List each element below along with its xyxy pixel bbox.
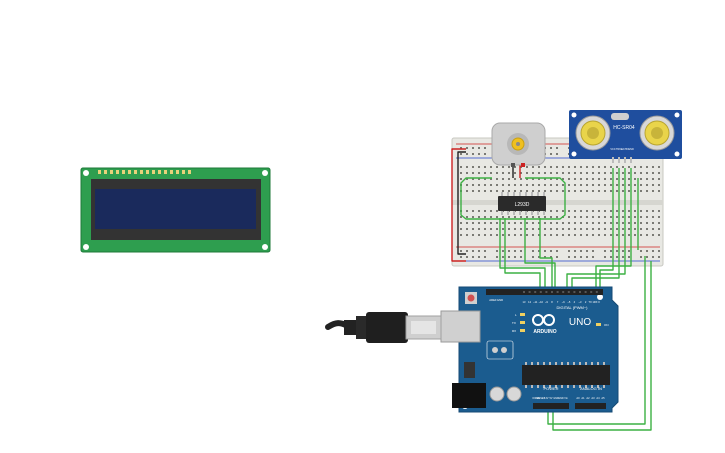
power-pin-label: GND (558, 397, 564, 400)
digital-pin-label: 12 (528, 300, 531, 304)
wire-green[interactable] (552, 261, 652, 431)
analog-pin-label: A2 (586, 396, 590, 400)
led-tx-label: TX (512, 321, 516, 325)
wire-red[interactable] (451, 148, 466, 262)
brand-label: ARDUINO (533, 329, 556, 335)
analog-header[interactable] (575, 403, 606, 409)
chip-label: L293D (515, 202, 530, 208)
power-pin-label: Vin (564, 397, 568, 400)
power-pin-label: RESET (537, 397, 546, 400)
sensor-label: HC-SR04 (613, 125, 635, 131)
l293d-chip[interactable]: L293D (498, 192, 546, 215)
lcd-mount-hole (83, 244, 89, 250)
sensor-pin-label: ECHO (621, 148, 628, 151)
wire-green[interactable] (504, 218, 541, 290)
analog-pin-label: A4 (596, 396, 600, 400)
dc-motor-icon[interactable] (491, 122, 546, 167)
digital-pin-label: ~11 (533, 300, 538, 304)
on-label: ON (604, 323, 609, 327)
lcd-mount-hole (262, 244, 268, 250)
power-header[interactable] (533, 403, 569, 409)
sensor-pin-label: VCC (610, 148, 615, 151)
power-jack (452, 383, 486, 408)
lcd-header-pins (98, 170, 191, 174)
digital-pin-label: ~6 (562, 300, 566, 304)
wires (451, 148, 652, 431)
lcd-screen (95, 189, 256, 229)
aref-label: AREF (489, 298, 497, 302)
wire-green[interactable] (539, 218, 553, 290)
arduino-infinity-icon (532, 314, 555, 326)
digital-pin-label: 13 (523, 300, 526, 304)
power-pin-label: GND (553, 397, 559, 400)
wire-green-loop[interactable] (460, 177, 566, 220)
analog-pin-label: A3 (591, 396, 595, 400)
analog-pin-label: A5 (601, 396, 605, 400)
gnd-label: GND (497, 298, 503, 302)
analog-pin-label: A1 (581, 396, 585, 400)
power-pin-label: IOREF (532, 397, 540, 400)
digital-pin-label: 4 (574, 300, 576, 304)
power-pin-label: 5V (550, 397, 553, 400)
atmega-chip (522, 365, 610, 385)
wire-green[interactable] (524, 218, 556, 290)
digital-pin-label: ~9 (545, 300, 549, 304)
breadboard-channel (452, 200, 663, 205)
lcd-mount-hole (262, 170, 268, 176)
digital-pin-label: ~10 (539, 300, 544, 304)
digital-header[interactable] (486, 289, 603, 295)
usb-cable-icon[interactable] (325, 312, 442, 343)
model-label: UNO (569, 317, 591, 328)
reset-button-icon[interactable] (465, 292, 477, 304)
digital-pin-label: 8 (551, 300, 553, 304)
digital-pin-label: TX 1 (588, 300, 594, 304)
wire-green[interactable] (499, 218, 546, 290)
digital-pin-label: ~5 (567, 300, 571, 304)
digital-pin-label: ~3 (579, 300, 583, 304)
digital-pin-label: 2 (585, 300, 587, 304)
digital-label: DIGITAL (PWM~) (557, 305, 589, 310)
usb-jack (440, 310, 481, 343)
analog-label: ANALOG IN (580, 386, 602, 391)
sensor-pin-label: GND (628, 148, 634, 151)
power-label: POWER (543, 386, 558, 391)
ultrasonic-sensor[interactable]: HC-SR04 VCC TRIG ECHO GND (569, 110, 682, 163)
wire-green[interactable] (599, 168, 614, 290)
transducer-right (639, 115, 675, 151)
wire-green[interactable] (547, 256, 646, 425)
sensor-pin-label: TRIG (616, 148, 622, 151)
digital-pin-label: RX 0 (594, 300, 600, 304)
led-l-label: L (515, 313, 517, 317)
led-rx-label: RX (512, 329, 516, 333)
digital-pin-label: 7 (557, 300, 559, 304)
lcd-mount-hole (83, 170, 89, 176)
lcd-display[interactable] (80, 167, 271, 253)
wire-black[interactable] (457, 151, 466, 255)
transducer-left (575, 115, 611, 151)
analog-pin-label: A0 (576, 396, 580, 400)
power-pin-label: 3.3V (544, 397, 549, 400)
wire-green[interactable] (595, 168, 632, 290)
